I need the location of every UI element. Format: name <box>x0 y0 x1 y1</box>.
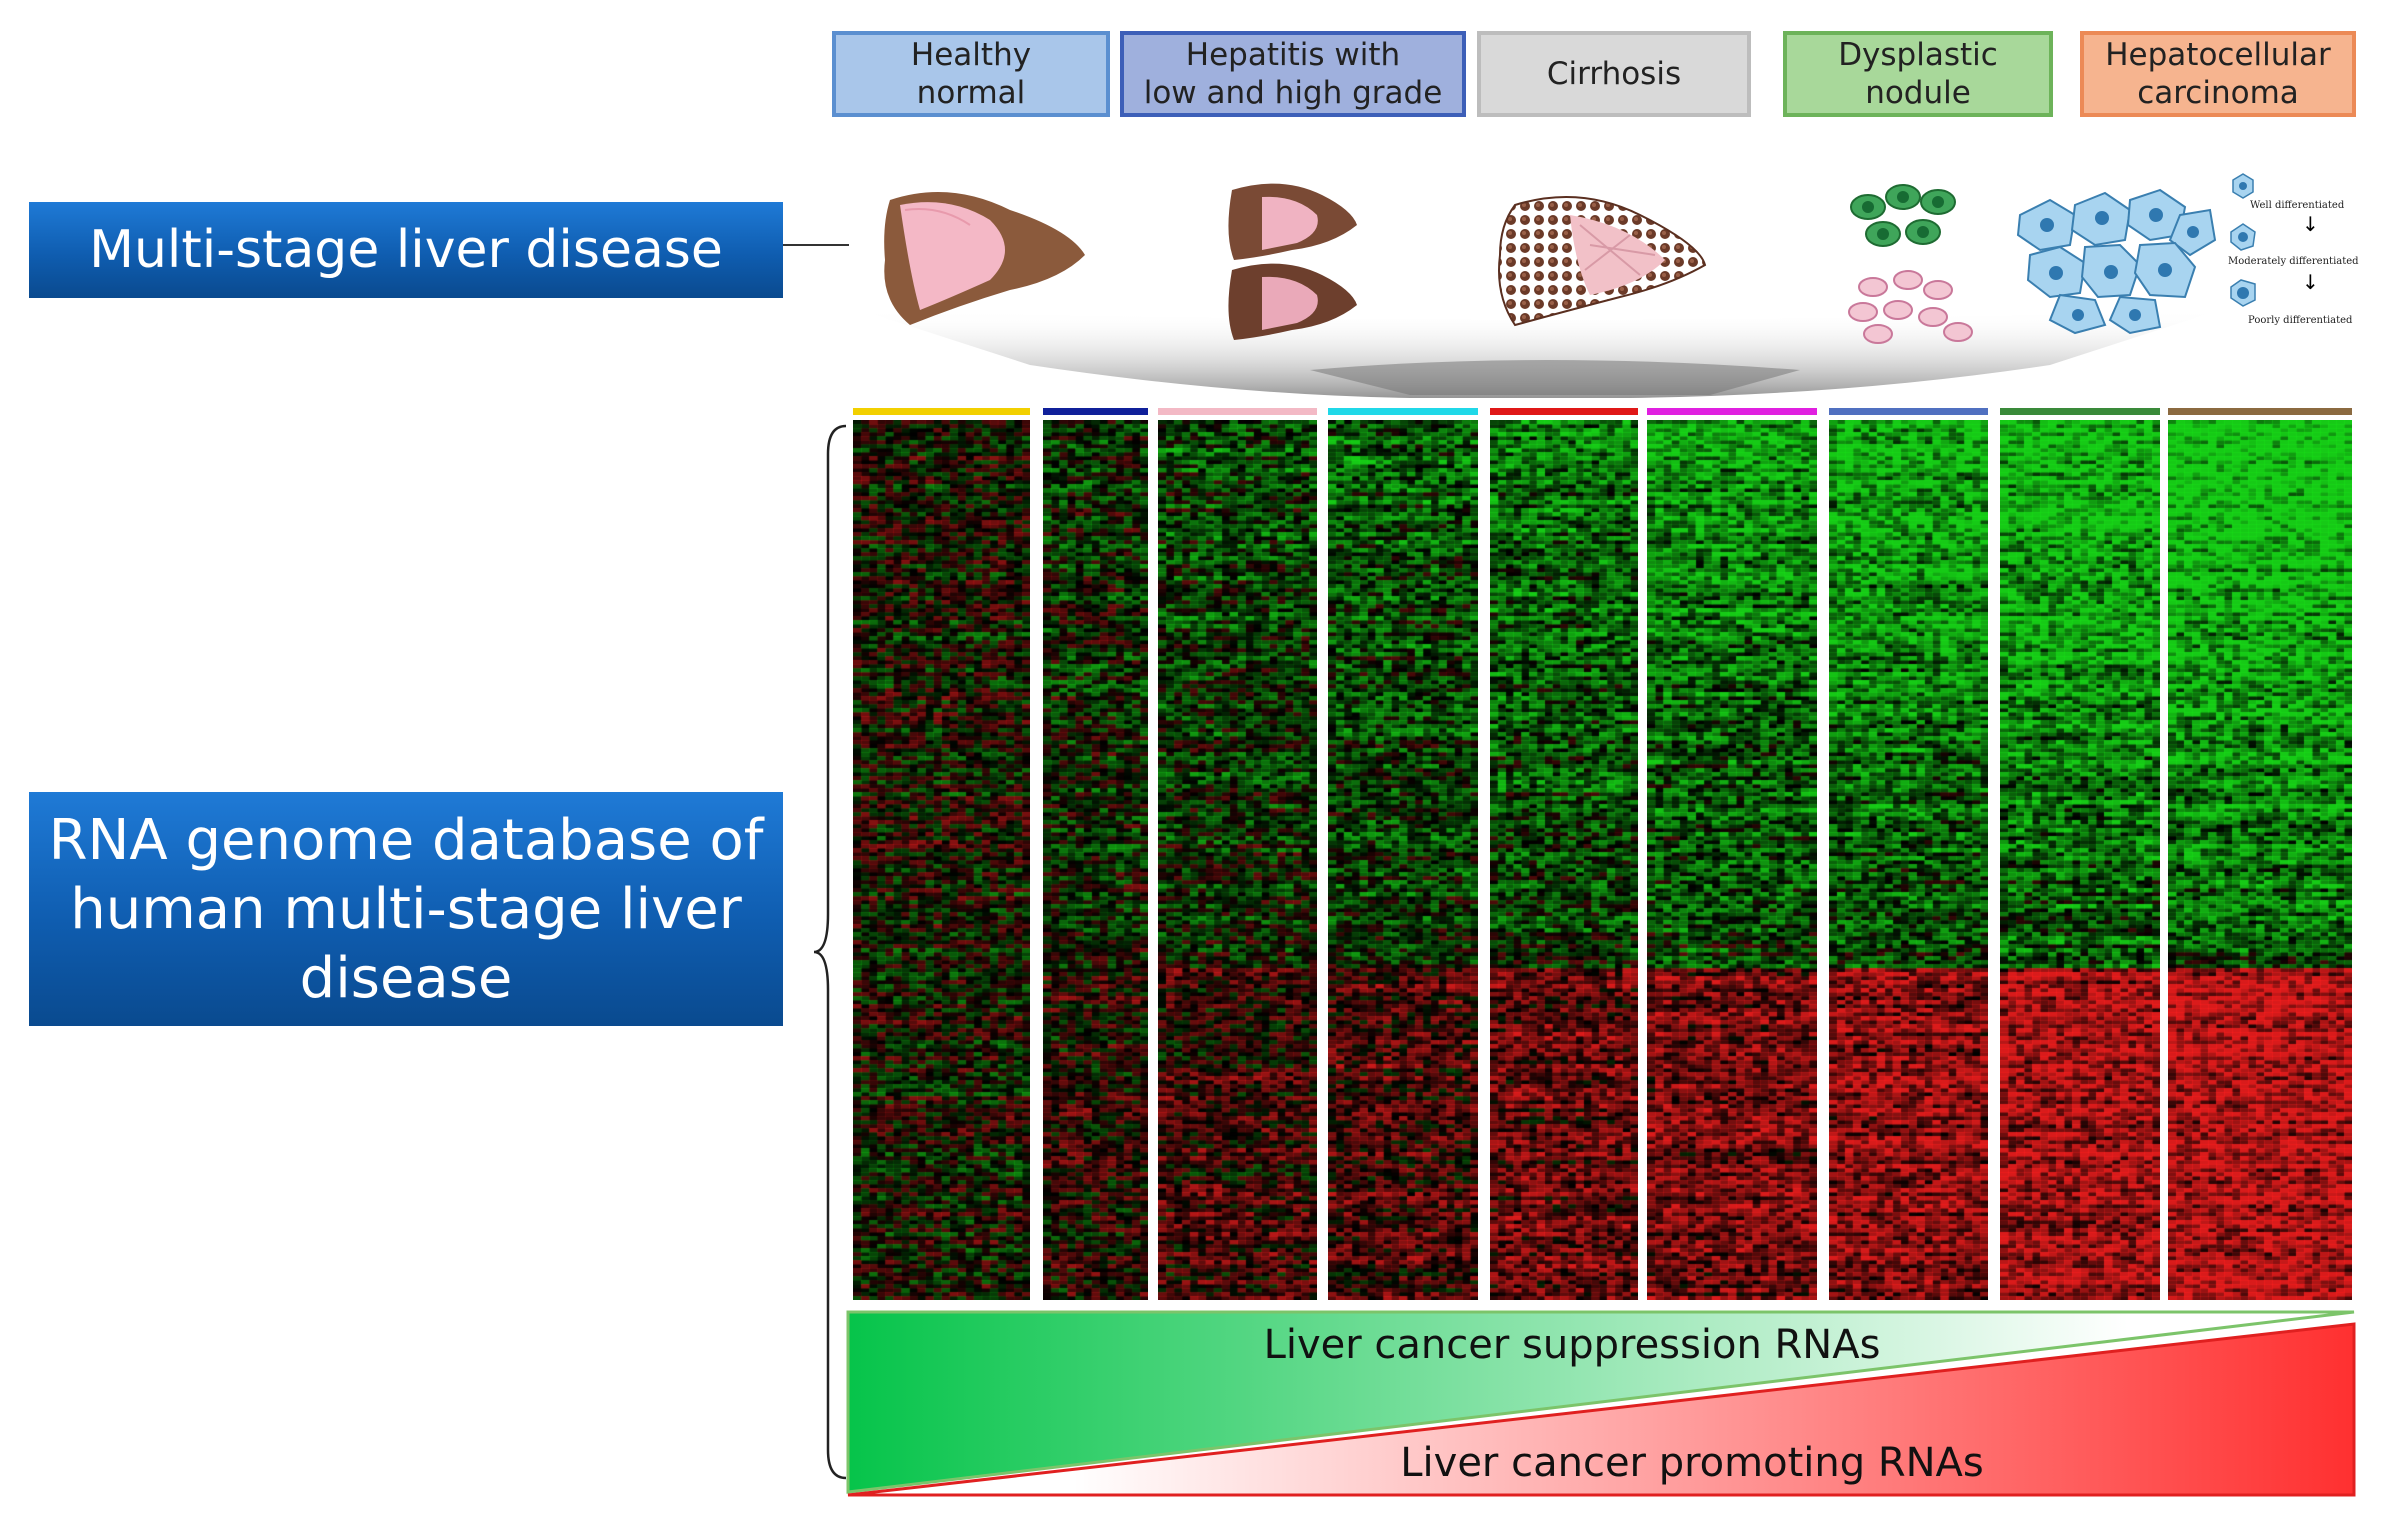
stage-box-cirrhosis: Cirrhosis <box>1477 31 1751 117</box>
hepatitis-liver-illustration <box>1228 183 1357 340</box>
hcc-cells-illustration <box>2016 188 2217 335</box>
dysplastic-cells-illustration <box>1848 184 1973 344</box>
arrow-down-icon: ↓ <box>2302 212 2319 236</box>
stage-box-dysplastic-nodule: Dysplastic nodule <box>1783 31 2053 117</box>
suppression-triangle <box>846 1310 2355 1494</box>
stage-label-line1: Hepatocellular <box>2105 37 2331 73</box>
connector-line <box>783 244 849 246</box>
rna-database-line3: disease <box>299 945 513 1011</box>
multi-stage-liver-disease-label: Multi-stage liver disease <box>29 202 783 298</box>
heatmap-group-panel <box>2000 420 2160 1300</box>
group-color-bar <box>1043 408 1148 415</box>
heatmap-group-panel <box>1647 420 1817 1300</box>
stage-label-line2: normal <box>916 75 1026 111</box>
rna-database-label: RNA genome database of human multi-stage… <box>29 792 783 1026</box>
group-color-bar <box>1490 408 1638 415</box>
promoting-rnas-label: Liver cancer promoting RNAs <box>1400 1440 1984 1486</box>
stage-label-line1: Healthy <box>910 37 1032 73</box>
heatmap-group-panel <box>2168 420 2352 1300</box>
stage-box-hepatitis: Hepatitis with low and high grade <box>1120 31 1466 117</box>
stage-label-line2: carcinoma <box>2137 75 2299 111</box>
heatmap-group-panel <box>1490 420 1638 1300</box>
healthy-liver-illustration <box>884 192 1085 325</box>
group-color-bar <box>2168 408 2352 415</box>
differentiation-cells <box>2230 173 2256 307</box>
group-color-bar <box>853 408 1030 415</box>
promoting-triangle <box>847 1322 2356 1497</box>
stage-label-line1: Hepatitis with <box>1185 37 1401 73</box>
heatmap-group-panel <box>1328 420 1478 1300</box>
stage-box-hepatocellular-carcinoma: Hepatocellular carcinoma <box>2080 31 2356 117</box>
suppression-rnas-label: Liver cancer suppression RNAs <box>1263 1322 1881 1368</box>
brace-bracket <box>813 424 847 1480</box>
heatmap-group-panel <box>853 420 1030 1300</box>
expression-gradient-graphic <box>846 1310 2356 1497</box>
group-color-bar <box>2000 408 2160 415</box>
moderately-differentiated-label: Moderately differentiated <box>2228 256 2359 267</box>
group-color-bar <box>1647 408 1817 415</box>
well-differentiated-label: Well differentiated <box>2250 200 2345 211</box>
rna-database-line2: human multi-stage liver <box>70 876 742 942</box>
group-color-bar <box>1158 408 1317 415</box>
stage-label-line1: Dysplastic <box>1838 37 1998 73</box>
heatmap-group-panel <box>1158 420 1317 1300</box>
group-color-bar <box>1328 408 1478 415</box>
heatmap-group-panel <box>1043 420 1148 1300</box>
stage-label-line2: low and high grade <box>1143 75 1443 111</box>
group-color-bar <box>1829 408 1988 415</box>
arrow-down-icon: ↓ <box>2302 270 2319 294</box>
stage-label-line1: Cirrhosis <box>1546 56 1682 92</box>
multi-stage-liver-disease-text: Multi-stage liver disease <box>89 220 723 280</box>
stage-label-line2: nodule <box>1865 75 1971 111</box>
poorly-differentiated-label: Poorly differentiated <box>2248 315 2353 326</box>
cirrhosis-liver-illustration <box>1498 196 1707 327</box>
stage-box-healthy-normal: Healthy normal <box>832 31 1110 117</box>
rna-database-line1: RNA genome database of <box>48 807 764 873</box>
heatmap-group-panel <box>1829 420 1988 1300</box>
